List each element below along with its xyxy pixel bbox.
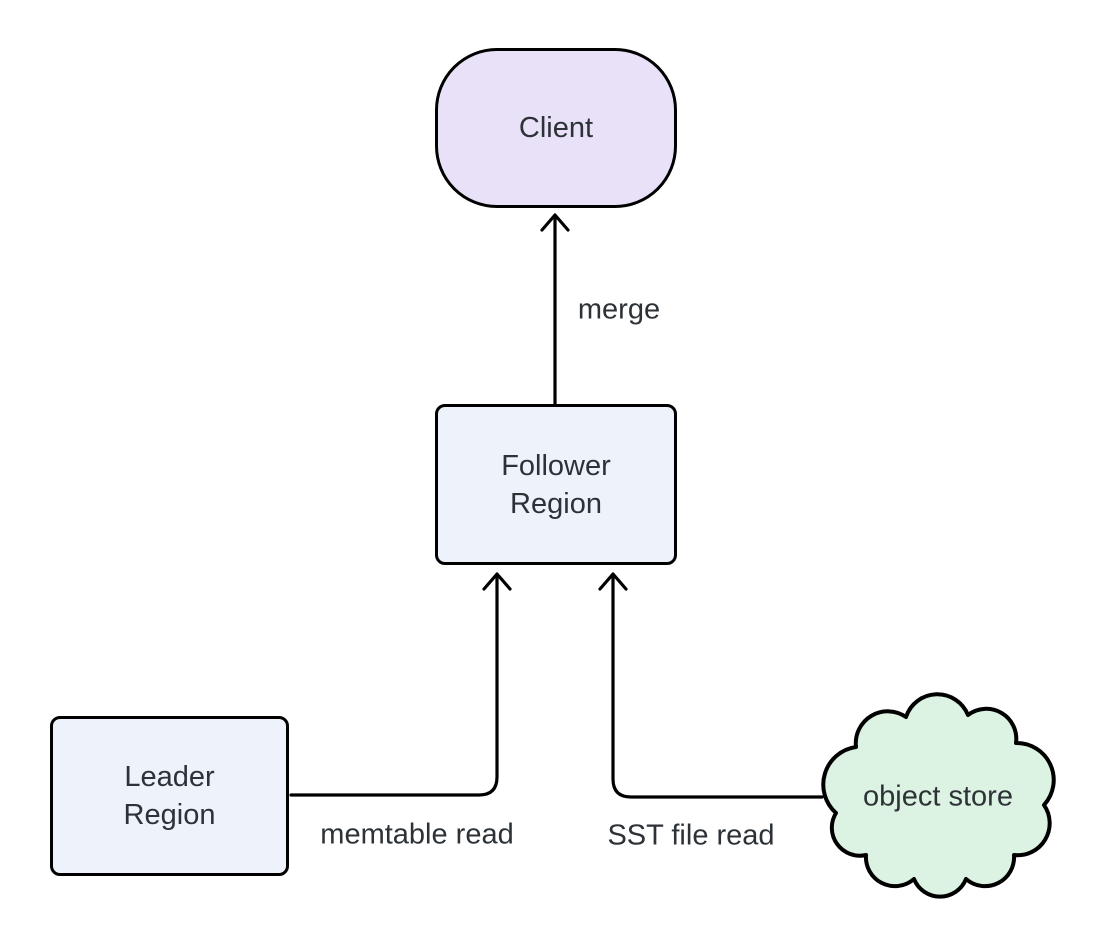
object-store-cloud-shape — [821, 692, 1056, 899]
edge-label-sst-file-read: SST file read — [603, 819, 779, 853]
edge-merge-arrowhead-icon — [540, 213, 570, 232]
node-object-store-label: object store — [863, 780, 1013, 813]
edge-memtable-read-line — [289, 574, 499, 797]
edge-label-merge: merge — [573, 293, 665, 327]
node-leader-region: Leader Region — [50, 716, 289, 876]
node-client-label: Client — [518, 112, 594, 144]
node-client: Client — [435, 48, 677, 208]
edge-sst-file-read-arrowhead-icon — [598, 572, 628, 591]
edge-memtable-read-arrowhead-icon — [482, 572, 512, 591]
node-leader-region-label-line1: Leader — [124, 761, 215, 793]
node-follower-region-label-line2: Region — [510, 487, 602, 520]
edge-sst-file-read-line — [611, 574, 824, 799]
node-leader-region-label-line2: Region — [123, 799, 216, 831]
edge-label-memtable-read: memtable read — [316, 818, 518, 852]
node-follower-region: Follower Region — [435, 404, 677, 565]
node-follower-region-label-line1: Follower — [501, 449, 611, 482]
